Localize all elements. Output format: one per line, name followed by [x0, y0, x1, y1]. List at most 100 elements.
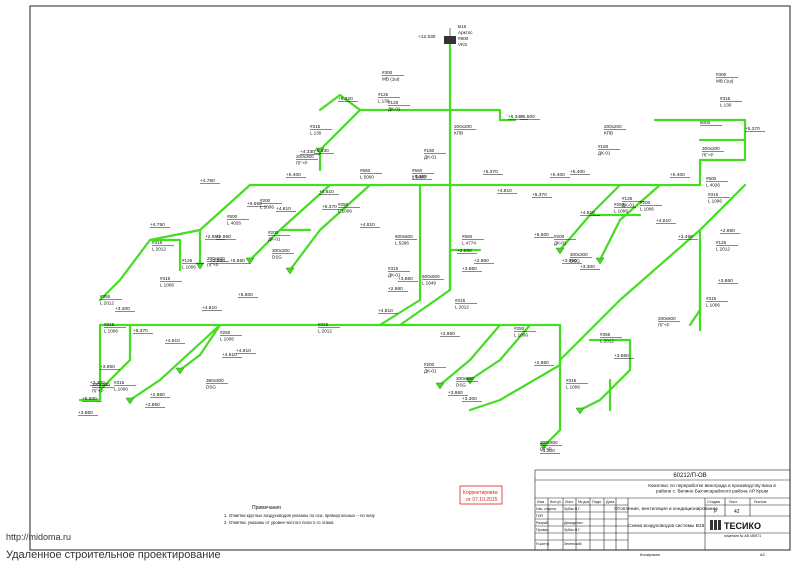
duct-label-size: 200x600 — [207, 256, 225, 261]
duct-right-end — [688, 288, 702, 327]
duct-label-size: 6000 — [700, 120, 711, 125]
elevation-mark: +5.400 — [412, 174, 427, 180]
elevation-mark: +2.860 — [474, 258, 489, 264]
elevation-mark: +2.860 — [720, 228, 735, 234]
duct-top-right — [448, 108, 517, 122]
fan-icon — [444, 36, 456, 44]
duct-label-spec: L 2012 — [455, 305, 469, 310]
duct-label-spec: L 2012 — [600, 339, 614, 344]
duct-label-spec: МВ (1ш) — [382, 77, 400, 82]
notes-line2: 2. Отметки, указаны от уровня чистого по… — [224, 520, 334, 525]
duct-label-spec: ПГ+Р — [92, 389, 104, 394]
tb-name-3: Демиденко — [564, 521, 583, 525]
duct-label-size: 200x600 — [92, 382, 110, 387]
watermark-caption: Удаленное строительное проектирование — [6, 549, 221, 561]
duct-label-spec: ДК-01 — [424, 155, 437, 160]
duct-label-spec: L 4026 — [706, 183, 720, 188]
elevation-mark: +3.860 — [448, 390, 463, 396]
fan-model: Арктос — [458, 30, 473, 35]
elevation-mark: +5.370 — [322, 204, 337, 210]
elevation-mark: +4.810 — [580, 210, 595, 216]
duct-cluster-a — [248, 183, 332, 262]
duct-label-size: #315 — [318, 322, 329, 327]
duct-label-spec: МВ (1ш) — [716, 79, 734, 84]
duct-lower-centre-3 — [468, 323, 532, 382]
company-logo — [710, 520, 721, 530]
elevation-mark: +4.810 — [276, 206, 291, 212]
duct-label-size: #300 — [716, 72, 727, 77]
duct-label-spec: ДК-01 — [598, 151, 611, 156]
elevation-mark: +3.860 — [562, 258, 577, 264]
elevation-mark: +2.860 — [457, 248, 472, 254]
notes-title: Примечания — [252, 505, 281, 511]
elevation-mark: +4.810 — [319, 189, 334, 195]
duct-label-spec: L 5296 — [395, 241, 409, 246]
duct-left-upper — [98, 183, 252, 302]
duct-label-spec: DSG — [456, 383, 466, 388]
duct-label-size: #160 — [598, 144, 609, 149]
elevation-mark: +5.330 — [314, 148, 329, 154]
elevation-mark: +3.860 — [462, 266, 477, 272]
section-title: Отопление, вентиляция и кондиционировани… — [614, 506, 718, 512]
elevation-mark: +4.810 — [165, 338, 180, 344]
duct-label-size: #250 — [514, 326, 525, 331]
duct-label-spec: L 5000 — [412, 175, 426, 180]
elevation-mark: +5.370 — [133, 328, 148, 334]
elevation-mark: +4.810 — [497, 188, 512, 194]
tb-role-6: Н.контр. — [536, 542, 550, 546]
duct-label-size: #355 — [600, 332, 611, 337]
tb-name-1: Зубик Н.Г. — [564, 507, 581, 511]
duct-label-size: 200x600 — [658, 316, 676, 321]
elevation-mark: +2.860 — [534, 360, 549, 366]
tb-header-3: Лист — [565, 500, 574, 504]
notes-line1: 1. Отметки круглых воздуховодов указаны … — [224, 513, 376, 518]
duct-label-spec: DSG — [206, 385, 216, 390]
elevation-mark: +2.860 — [150, 392, 165, 398]
duct-label-size: #315 — [566, 378, 577, 383]
duct-label-size: #315 — [388, 266, 399, 271]
elevation-mark: +4.330 — [300, 149, 315, 155]
elevation-mark: +5.500 — [82, 396, 97, 402]
duct-label-spec: КПВ — [604, 131, 613, 136]
fan-flow: VKS — [458, 42, 467, 47]
duct-label-spec: L 5000 — [360, 175, 374, 180]
duct-centre-diag — [398, 288, 452, 327]
duct-label-size: #315 — [706, 296, 717, 301]
duct-label-size: 200x200 — [454, 124, 472, 129]
duct-label-size: #500 — [706, 176, 717, 181]
stage-header: Стадия — [707, 500, 720, 504]
duct-label-spec: DSG — [272, 255, 282, 260]
duct-centre-right — [448, 248, 482, 292]
elevation-mark: +4.810 — [360, 222, 375, 228]
duct-label-size: #315 — [720, 96, 731, 101]
duct-label-spec: ДК-01 — [424, 369, 437, 374]
duct-label-spec: L 1649 — [422, 281, 436, 286]
grille-icon — [555, 247, 565, 255]
grille-icon — [595, 257, 605, 265]
tb-header-1: Изм — [537, 500, 544, 504]
duct-label: #300 МВ (1ш) — [716, 72, 738, 84]
duct-label-size: 200x600 — [540, 440, 558, 445]
duct-label-size: #125 — [716, 240, 727, 245]
company-sub: лицензия № АВ 489471 — [724, 534, 761, 538]
elevation-mark: +3.860 — [398, 276, 413, 282]
duct-label-spec: L 1006 — [260, 205, 274, 210]
stamp-line1: Корректировка — [463, 490, 498, 496]
tb-name-4: Зубик Н.Г. — [564, 528, 581, 532]
tb-role-1: Нач. отдела — [536, 507, 556, 511]
duct-label-spec: L 1006 — [708, 199, 722, 204]
